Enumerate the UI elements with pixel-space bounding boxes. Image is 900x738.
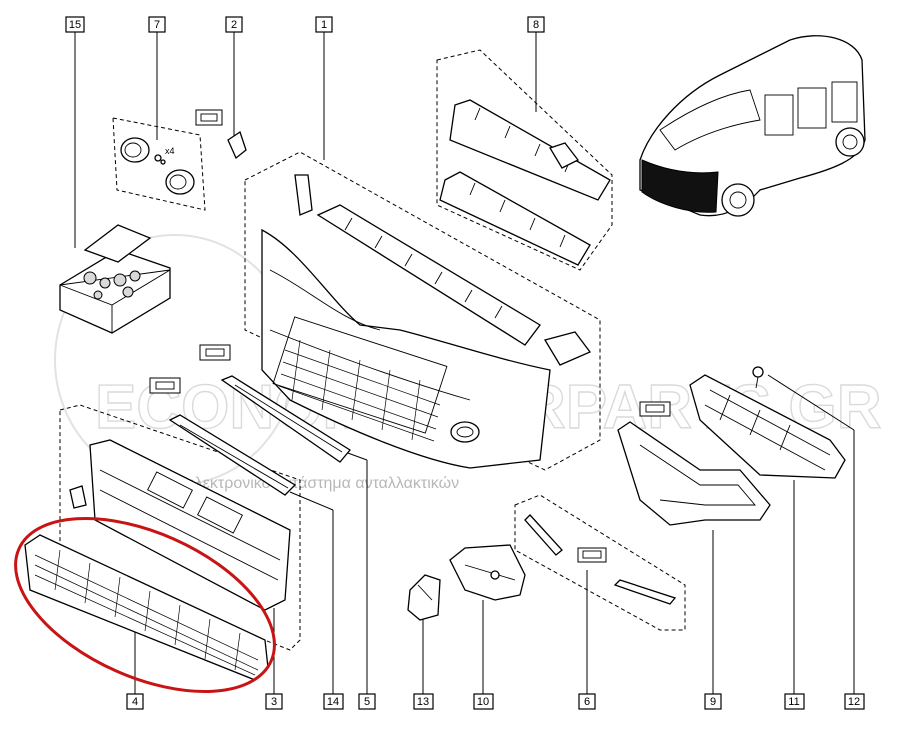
callout-11[interactable]: 11 (784, 693, 805, 710)
lower-trim-strip[interactable] (168, 414, 297, 496)
bracket-13[interactable] (407, 574, 441, 621)
svg-text:7: 7 (154, 19, 160, 31)
svg-text:4: 4 (132, 696, 138, 708)
fog-lamps[interactable]: x4 (120, 137, 195, 195)
svg-text:3: 3 (271, 696, 277, 708)
front-bumper-cover[interactable] (199, 174, 551, 469)
callout-14[interactable]: 14 (323, 693, 344, 710)
callout-3[interactable]: 3 (265, 693, 283, 710)
callout-8[interactable]: 8 (527, 16, 545, 33)
label-plate-6 (577, 547, 607, 563)
front-grille[interactable] (617, 401, 771, 526)
svg-text:2: 2 (231, 19, 237, 31)
clip-part-2[interactable] (195, 109, 247, 160)
callout-1[interactable]: 1 (315, 16, 333, 33)
callout-15[interactable]: 15 (65, 16, 85, 33)
callout-4[interactable]: 4 (126, 693, 144, 710)
svg-text:1: 1 (321, 19, 327, 31)
group-outline-1 (244, 151, 601, 471)
label-plate-9 (639, 401, 671, 417)
fog-lamp-qty: x4 (165, 146, 175, 156)
license-plate-holder[interactable] (149, 375, 351, 463)
callout-10[interactable]: 10 (473, 693, 494, 710)
svg-text:11: 11 (788, 696, 799, 708)
svg-text:12: 12 (848, 696, 860, 708)
callout-7[interactable]: 7 (148, 16, 166, 33)
side-trims[interactable] (524, 514, 677, 605)
label-plate-14 (149, 377, 181, 394)
red-highlight-ring (14, 517, 276, 693)
vehicle-locator (639, 35, 866, 217)
svg-text:14: 14 (327, 696, 339, 708)
leader-lines (74, 32, 855, 694)
bumper-reinforcement-bar[interactable] (316, 204, 592, 366)
bulb-kit-box[interactable] (59, 224, 171, 334)
callout-12[interactable]: 12 (844, 693, 865, 710)
svg-text:8: 8 (533, 19, 539, 31)
label-plate-1 (199, 344, 231, 361)
callout-5[interactable]: 5 (358, 693, 376, 710)
callout-9[interactable]: 9 (704, 693, 722, 710)
svg-text:5: 5 (364, 696, 370, 708)
highlighted-front-bumper (641, 159, 719, 213)
svg-text:10: 10 (477, 696, 489, 708)
svg-text:15: 15 (69, 19, 81, 31)
callout-13[interactable]: 13 (413, 693, 434, 710)
label-plate-2 (195, 109, 223, 126)
svg-text:9: 9 (710, 696, 716, 708)
upper-carrier-assembly[interactable] (439, 99, 611, 266)
bumper-lower-grille-mesh (278, 339, 441, 442)
engine-undertray[interactable] (0, 483, 300, 727)
svg-text:6: 6 (584, 696, 590, 708)
grille-carrier[interactable] (689, 374, 846, 479)
callout-6[interactable]: 6 (578, 693, 596, 710)
callout-2[interactable]: 2 (225, 16, 243, 33)
bracket-10[interactable] (449, 544, 526, 601)
screw-12[interactable] (752, 366, 764, 389)
svg-text:13: 13 (417, 696, 429, 708)
group-outline-7 (112, 117, 206, 211)
undertray-mesh (34, 549, 259, 676)
group-outline-8 (436, 49, 613, 271)
